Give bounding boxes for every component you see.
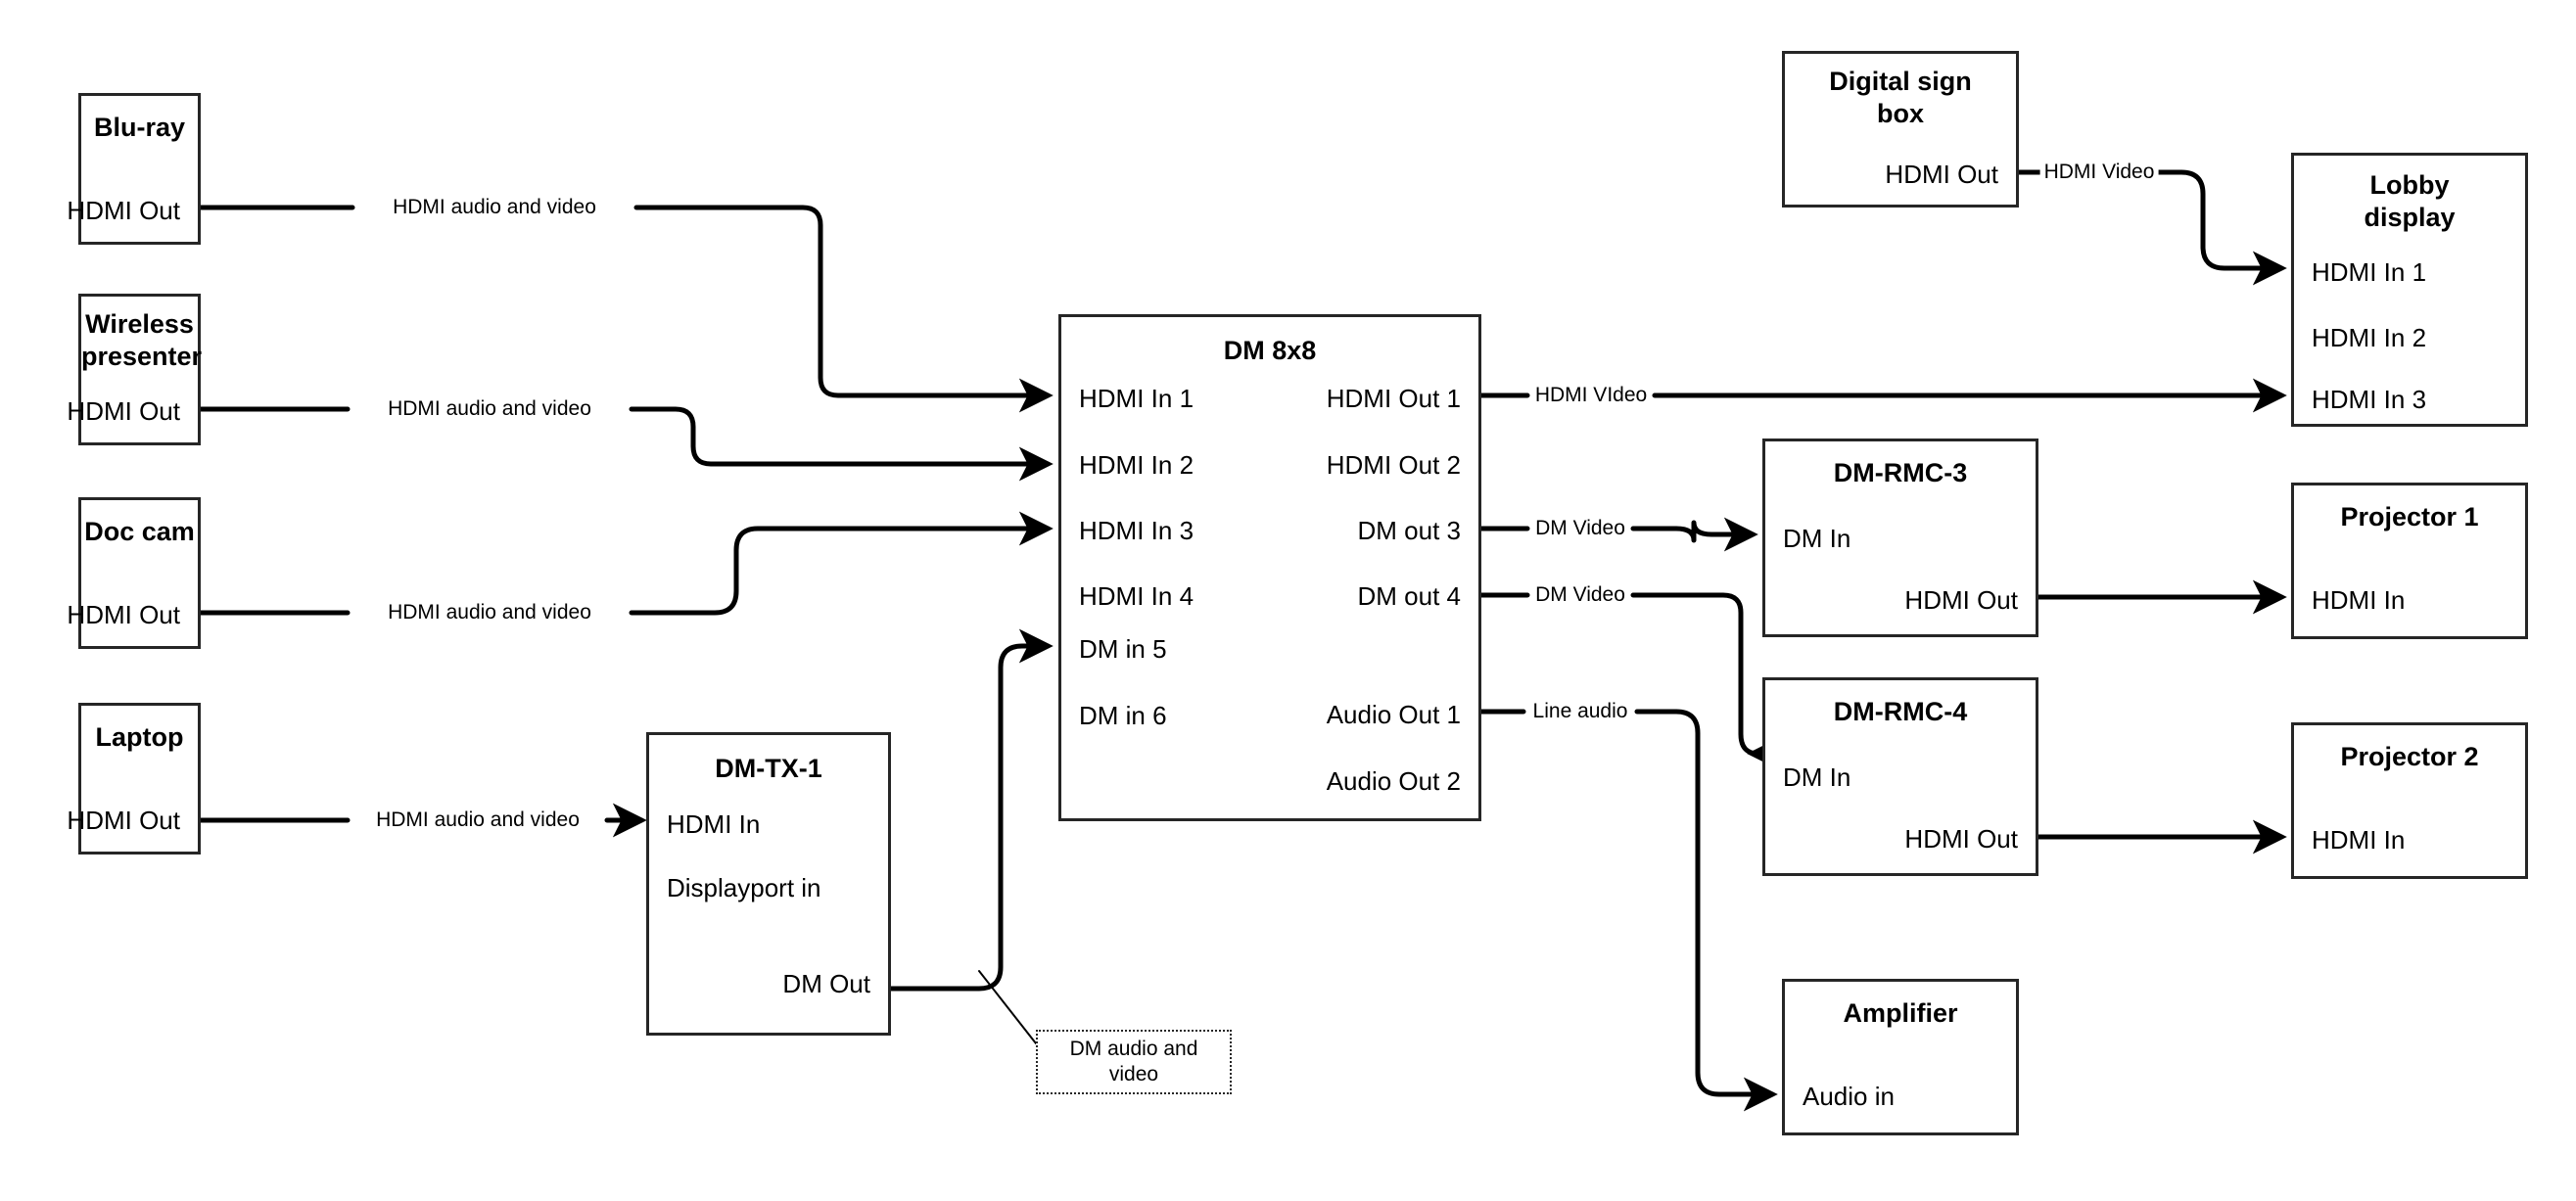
node-lobby-display-port-hdmi-in-2[interactable]: HDMI In 2	[2312, 323, 2427, 352]
node-dm-rmc-4-port-dm-in[interactable]: DM In	[1783, 762, 1851, 792]
node-amplifier-title: Amplifier	[1843, 998, 1958, 1028]
node-doc-cam-port-hdmi-out[interactable]: HDMI Out	[67, 600, 180, 629]
node-dm-tx-1-port-hdmi-in[interactable]: HDMI In	[667, 809, 761, 839]
wire-dm-audio1-to-amplifier	[1477, 709, 1772, 1094]
node-wireless-presenter[interactable]: Wireless presenter HDMI Out	[67, 294, 203, 445]
leader-dm-audio-video-note	[978, 970, 1037, 1044]
node-dm-tx-1[interactable]: DM-TX-1 HDMI In Displayport in DM Out	[646, 732, 891, 1036]
node-dm-8x8-port-hdmi-in-4[interactable]: HDMI In 4	[1079, 581, 1194, 611]
node-dm-rmc-4-title: DM-RMC-4	[1833, 697, 1968, 726]
wire-label-dm-out1: HDMI VIdeo	[1530, 384, 1652, 407]
node-lobby-display-port-hdmi-in-1[interactable]: HDMI In 1	[2312, 257, 2427, 287]
node-dm-rmc-4-port-hdmi-out[interactable]: HDMI Out	[1904, 824, 2018, 854]
wire-label-wireless: HDMI audio and video	[384, 397, 595, 421]
node-doc-cam[interactable]: Doc cam HDMI Out	[67, 497, 201, 649]
node-dm-rmc-3-port-dm-in[interactable]: DM In	[1783, 524, 1851, 553]
node-amplifier-port-audio-in[interactable]: Audio in	[1803, 1082, 1895, 1111]
node-dm-rmc-3-port-hdmi-out[interactable]: HDMI Out	[1904, 585, 2018, 615]
wire-sign-to-lobby-in1	[2016, 169, 2281, 268]
node-dm-tx-1-port-displayport-in[interactable]: Displayport in	[667, 873, 821, 902]
node-projector-2[interactable]: Projector 2 HDMI In	[2291, 722, 2528, 879]
node-dm-tx-1-port-dm-out[interactable]: DM Out	[782, 969, 870, 998]
node-lobby-display-title: Lobby display	[2364, 170, 2456, 232]
wire-label-dm-audio1: Line audio	[1528, 700, 1632, 723]
node-laptop-port-hdmi-out[interactable]: HDMI Out	[67, 806, 180, 835]
node-bluray-title: Blu-ray	[93, 113, 186, 142]
wire-dm-out4-to-rmc4	[1477, 592, 1758, 754]
node-amplifier[interactable]: Amplifier Audio in	[1782, 979, 2019, 1135]
node-lobby-display[interactable]: Lobby display HDMI In 1 HDMI In 2 HDMI I…	[2291, 153, 2528, 427]
node-projector-1-title: Projector 1	[2340, 502, 2479, 531]
node-dm-8x8-port-dm-out-4[interactable]: DM out 4	[1357, 581, 1462, 611]
node-bluray[interactable]: Blu-ray HDMI Out	[67, 93, 201, 245]
node-digital-sign-box-title: Digital sign box	[1829, 67, 1972, 128]
wire-label-bluray: HDMI audio and video	[389, 196, 600, 219]
node-dm-8x8-port-hdmi-in-3[interactable]: HDMI In 3	[1079, 516, 1194, 545]
node-dm-8x8[interactable]: DM 8x8 HDMI In 1 HDMI In 2 HDMI In 3 HDM…	[1058, 314, 1481, 821]
node-digital-sign-box-port-hdmi-out[interactable]: HDMI Out	[1885, 160, 1998, 189]
node-dm-8x8-title: DM 8x8	[1223, 336, 1317, 365]
node-dm-8x8-port-hdmi-in-1[interactable]: HDMI In 1	[1079, 384, 1194, 413]
node-dm-8x8-port-hdmi-out-1[interactable]: HDMI Out 1	[1326, 384, 1461, 413]
node-laptop[interactable]: Laptop HDMI Out	[67, 703, 201, 855]
node-dm-8x8-port-audio-out-2[interactable]: Audio Out 2	[1326, 766, 1461, 796]
node-doc-cam-title: Doc cam	[84, 517, 195, 546]
node-dm-8x8-port-audio-out-1[interactable]: Audio Out 1	[1326, 700, 1461, 729]
wire-label-sign-to-lobby: HDMI Video	[2039, 161, 2159, 184]
node-bluray-port-hdmi-out[interactable]: HDMI Out	[67, 196, 180, 225]
node-dm-8x8-port-dm-in-6[interactable]: DM in 6	[1079, 701, 1167, 730]
node-dm-tx-1-title: DM-TX-1	[715, 754, 822, 783]
node-dm-8x8-port-hdmi-in-2[interactable]: HDMI In 2	[1079, 450, 1194, 480]
node-dm-8x8-port-hdmi-out-2[interactable]: HDMI Out 2	[1326, 450, 1461, 480]
wire-label-dm-out4: DM Video	[1531, 583, 1629, 607]
node-projector-2-port-hdmi-in[interactable]: HDMI In	[2312, 825, 2406, 855]
note-dm-audio-and-video: DM audio and video	[1036, 1030, 1232, 1094]
wire-bluray-to-dm-in1	[198, 205, 1048, 395]
node-dm-8x8-port-dm-out-3[interactable]: DM out 3	[1357, 516, 1462, 545]
node-projector-2-title: Projector 2	[2340, 742, 2479, 771]
node-laptop-title: Laptop	[95, 722, 184, 752]
wire-label-dm-out3: DM Video	[1531, 517, 1629, 540]
node-dm-rmc-3[interactable]: DM-RMC-3 DM In HDMI Out	[1762, 439, 2038, 637]
wire-label-doccam: HDMI audio and video	[384, 601, 595, 624]
node-lobby-display-port-hdmi-in-3[interactable]: HDMI In 3	[2312, 385, 2427, 414]
node-digital-sign-box[interactable]: Digital sign box HDMI Out	[1782, 51, 2019, 208]
node-wireless-presenter-port-hdmi-out[interactable]: HDMI Out	[67, 396, 180, 426]
node-dm-rmc-4[interactable]: DM-RMC-4 DM In HDMI Out	[1762, 677, 2038, 876]
node-wireless-presenter-title: Wireless presenter	[81, 309, 203, 371]
wire-label-laptop: HDMI audio and video	[372, 808, 584, 832]
wire-doccam-to-dm-in3	[198, 529, 1048, 616]
node-dm-8x8-port-dm-in-5[interactable]: DM in 5	[1079, 634, 1167, 664]
node-projector-1-port-hdmi-in[interactable]: HDMI In	[2312, 585, 2406, 615]
wire-dmtx1-to-dm-in5	[888, 628, 1054, 992]
wire-wireless-to-dm-in2	[198, 406, 1048, 464]
node-projector-1[interactable]: Projector 1 HDMI In	[2291, 483, 2528, 639]
node-dm-rmc-3-title: DM-RMC-3	[1833, 458, 1968, 487]
